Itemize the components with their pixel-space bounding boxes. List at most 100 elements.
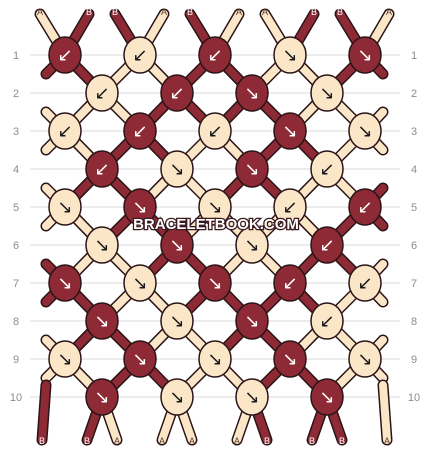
knot-arrow: ↘ bbox=[244, 387, 259, 408]
knot bbox=[310, 150, 344, 188]
knot-arrow: ↘ bbox=[319, 387, 334, 408]
knot bbox=[85, 150, 119, 188]
knot-arrow: ↙ bbox=[319, 311, 334, 332]
string-letter: B bbox=[112, 7, 118, 17]
knot bbox=[235, 302, 269, 340]
knot-arrow: ↙ bbox=[207, 45, 222, 66]
knot-arrow: ↙ bbox=[132, 45, 147, 66]
knot bbox=[160, 302, 194, 340]
knot-arrow: ↙ bbox=[169, 83, 184, 104]
knot bbox=[85, 74, 119, 112]
knot bbox=[348, 36, 382, 74]
knot-arrow: ↘ bbox=[132, 197, 147, 218]
knot bbox=[48, 264, 82, 302]
knot bbox=[273, 264, 307, 302]
knot-arrow: ↙ bbox=[132, 121, 147, 142]
row-label-left: 8 bbox=[13, 316, 19, 328]
string-letter: B bbox=[339, 436, 345, 446]
row-label-right: 4 bbox=[411, 164, 417, 176]
knot-arrow: ↙ bbox=[282, 197, 297, 218]
knot bbox=[273, 36, 307, 74]
knot bbox=[348, 340, 382, 378]
string-letter: A bbox=[161, 7, 167, 17]
string-letter: B bbox=[86, 7, 92, 17]
knot bbox=[310, 74, 344, 112]
knot bbox=[160, 226, 194, 264]
knot-arrow: ↘ bbox=[57, 273, 72, 294]
string-letter: A bbox=[262, 7, 268, 17]
knot bbox=[198, 340, 232, 378]
knot-arrow: ↙ bbox=[57, 45, 72, 66]
knot bbox=[273, 188, 307, 226]
string-letter: A bbox=[236, 7, 242, 17]
knot-arrow: ↘ bbox=[282, 45, 297, 66]
knot bbox=[85, 302, 119, 340]
row-label-left: 1 bbox=[13, 50, 19, 62]
knot-arrow: ↙ bbox=[319, 159, 334, 180]
knot-arrow: ↘ bbox=[207, 273, 222, 294]
knot-arrow: ↘ bbox=[169, 387, 184, 408]
row-label-right: 1 bbox=[411, 50, 417, 62]
row-label-right: 2 bbox=[411, 88, 417, 100]
knot bbox=[123, 188, 157, 226]
row-label-right: 8 bbox=[411, 316, 417, 328]
row-label-left: 6 bbox=[13, 240, 19, 252]
knot bbox=[85, 226, 119, 264]
string-letter: B bbox=[309, 436, 315, 446]
knot bbox=[48, 340, 82, 378]
knot-arrow: ↙ bbox=[319, 235, 334, 256]
row-label-left: 10 bbox=[10, 392, 22, 404]
string-letter: A bbox=[159, 436, 165, 446]
knot-arrow: ↘ bbox=[319, 83, 334, 104]
row-label-left: 7 bbox=[13, 278, 19, 290]
knot-arrow: ↘ bbox=[244, 311, 259, 332]
knot-layer: ↙↙↙↘↘↙↙↘↘↙↙↙↘↘↙↘↘↙↘↘↘↙↙↘↘↘↙↘↘↘↙↙↘↘↘↙↘↘↘↘… bbox=[48, 36, 382, 416]
string-letter: A bbox=[234, 436, 240, 446]
string-letter: B bbox=[39, 436, 45, 446]
knot-arrow: ↙ bbox=[57, 121, 72, 142]
knot bbox=[273, 340, 307, 378]
watermark: BRACELETBOOK.COM bbox=[133, 216, 299, 233]
row-label-left: 9 bbox=[13, 354, 19, 366]
row-label-left: 4 bbox=[13, 164, 19, 176]
row-label-right: 3 bbox=[411, 126, 417, 138]
knot bbox=[310, 226, 344, 264]
knot-arrow: ↘ bbox=[282, 349, 297, 370]
row-label-left: 5 bbox=[13, 202, 19, 214]
knot-arrow: ↘ bbox=[207, 197, 222, 218]
thread-segment bbox=[38, 381, 50, 444]
string-letter: B bbox=[337, 7, 343, 17]
knot-arrow: ↘ bbox=[94, 311, 109, 332]
knot-arrow: ↘ bbox=[169, 235, 184, 256]
knot bbox=[235, 226, 269, 264]
knot bbox=[348, 112, 382, 150]
knot-arrow: ↘ bbox=[57, 197, 72, 218]
knot bbox=[48, 188, 82, 226]
knot-arrow: ↙ bbox=[357, 273, 372, 294]
knot bbox=[273, 112, 307, 150]
knot bbox=[235, 378, 269, 416]
knot-arrow: ↙ bbox=[207, 121, 222, 142]
knot-arrow: ↘ bbox=[57, 349, 72, 370]
row-label-left: 2 bbox=[13, 88, 19, 100]
knot bbox=[123, 264, 157, 302]
string-letter: A bbox=[37, 7, 43, 17]
knot-arrow: ↙ bbox=[94, 83, 109, 104]
knot-arrow: ↘ bbox=[357, 121, 372, 142]
knot-arrow: ↘ bbox=[282, 121, 297, 142]
knot bbox=[198, 264, 232, 302]
knot-arrow: ↘ bbox=[244, 159, 259, 180]
string-letter: B bbox=[311, 7, 317, 17]
knot-arrow: ↘ bbox=[169, 311, 184, 332]
knot bbox=[310, 378, 344, 416]
knot bbox=[85, 378, 119, 416]
string-letter: B bbox=[84, 436, 90, 446]
knot-arrow: ↙ bbox=[357, 197, 372, 218]
knot-arrow: ↘ bbox=[169, 159, 184, 180]
knot bbox=[310, 302, 344, 340]
row-label-right: 9 bbox=[411, 354, 417, 366]
string-letter: B bbox=[264, 436, 270, 446]
knot-arrow: ↘ bbox=[132, 273, 147, 294]
knot-arrow: ↘ bbox=[94, 235, 109, 256]
knot bbox=[48, 112, 82, 150]
